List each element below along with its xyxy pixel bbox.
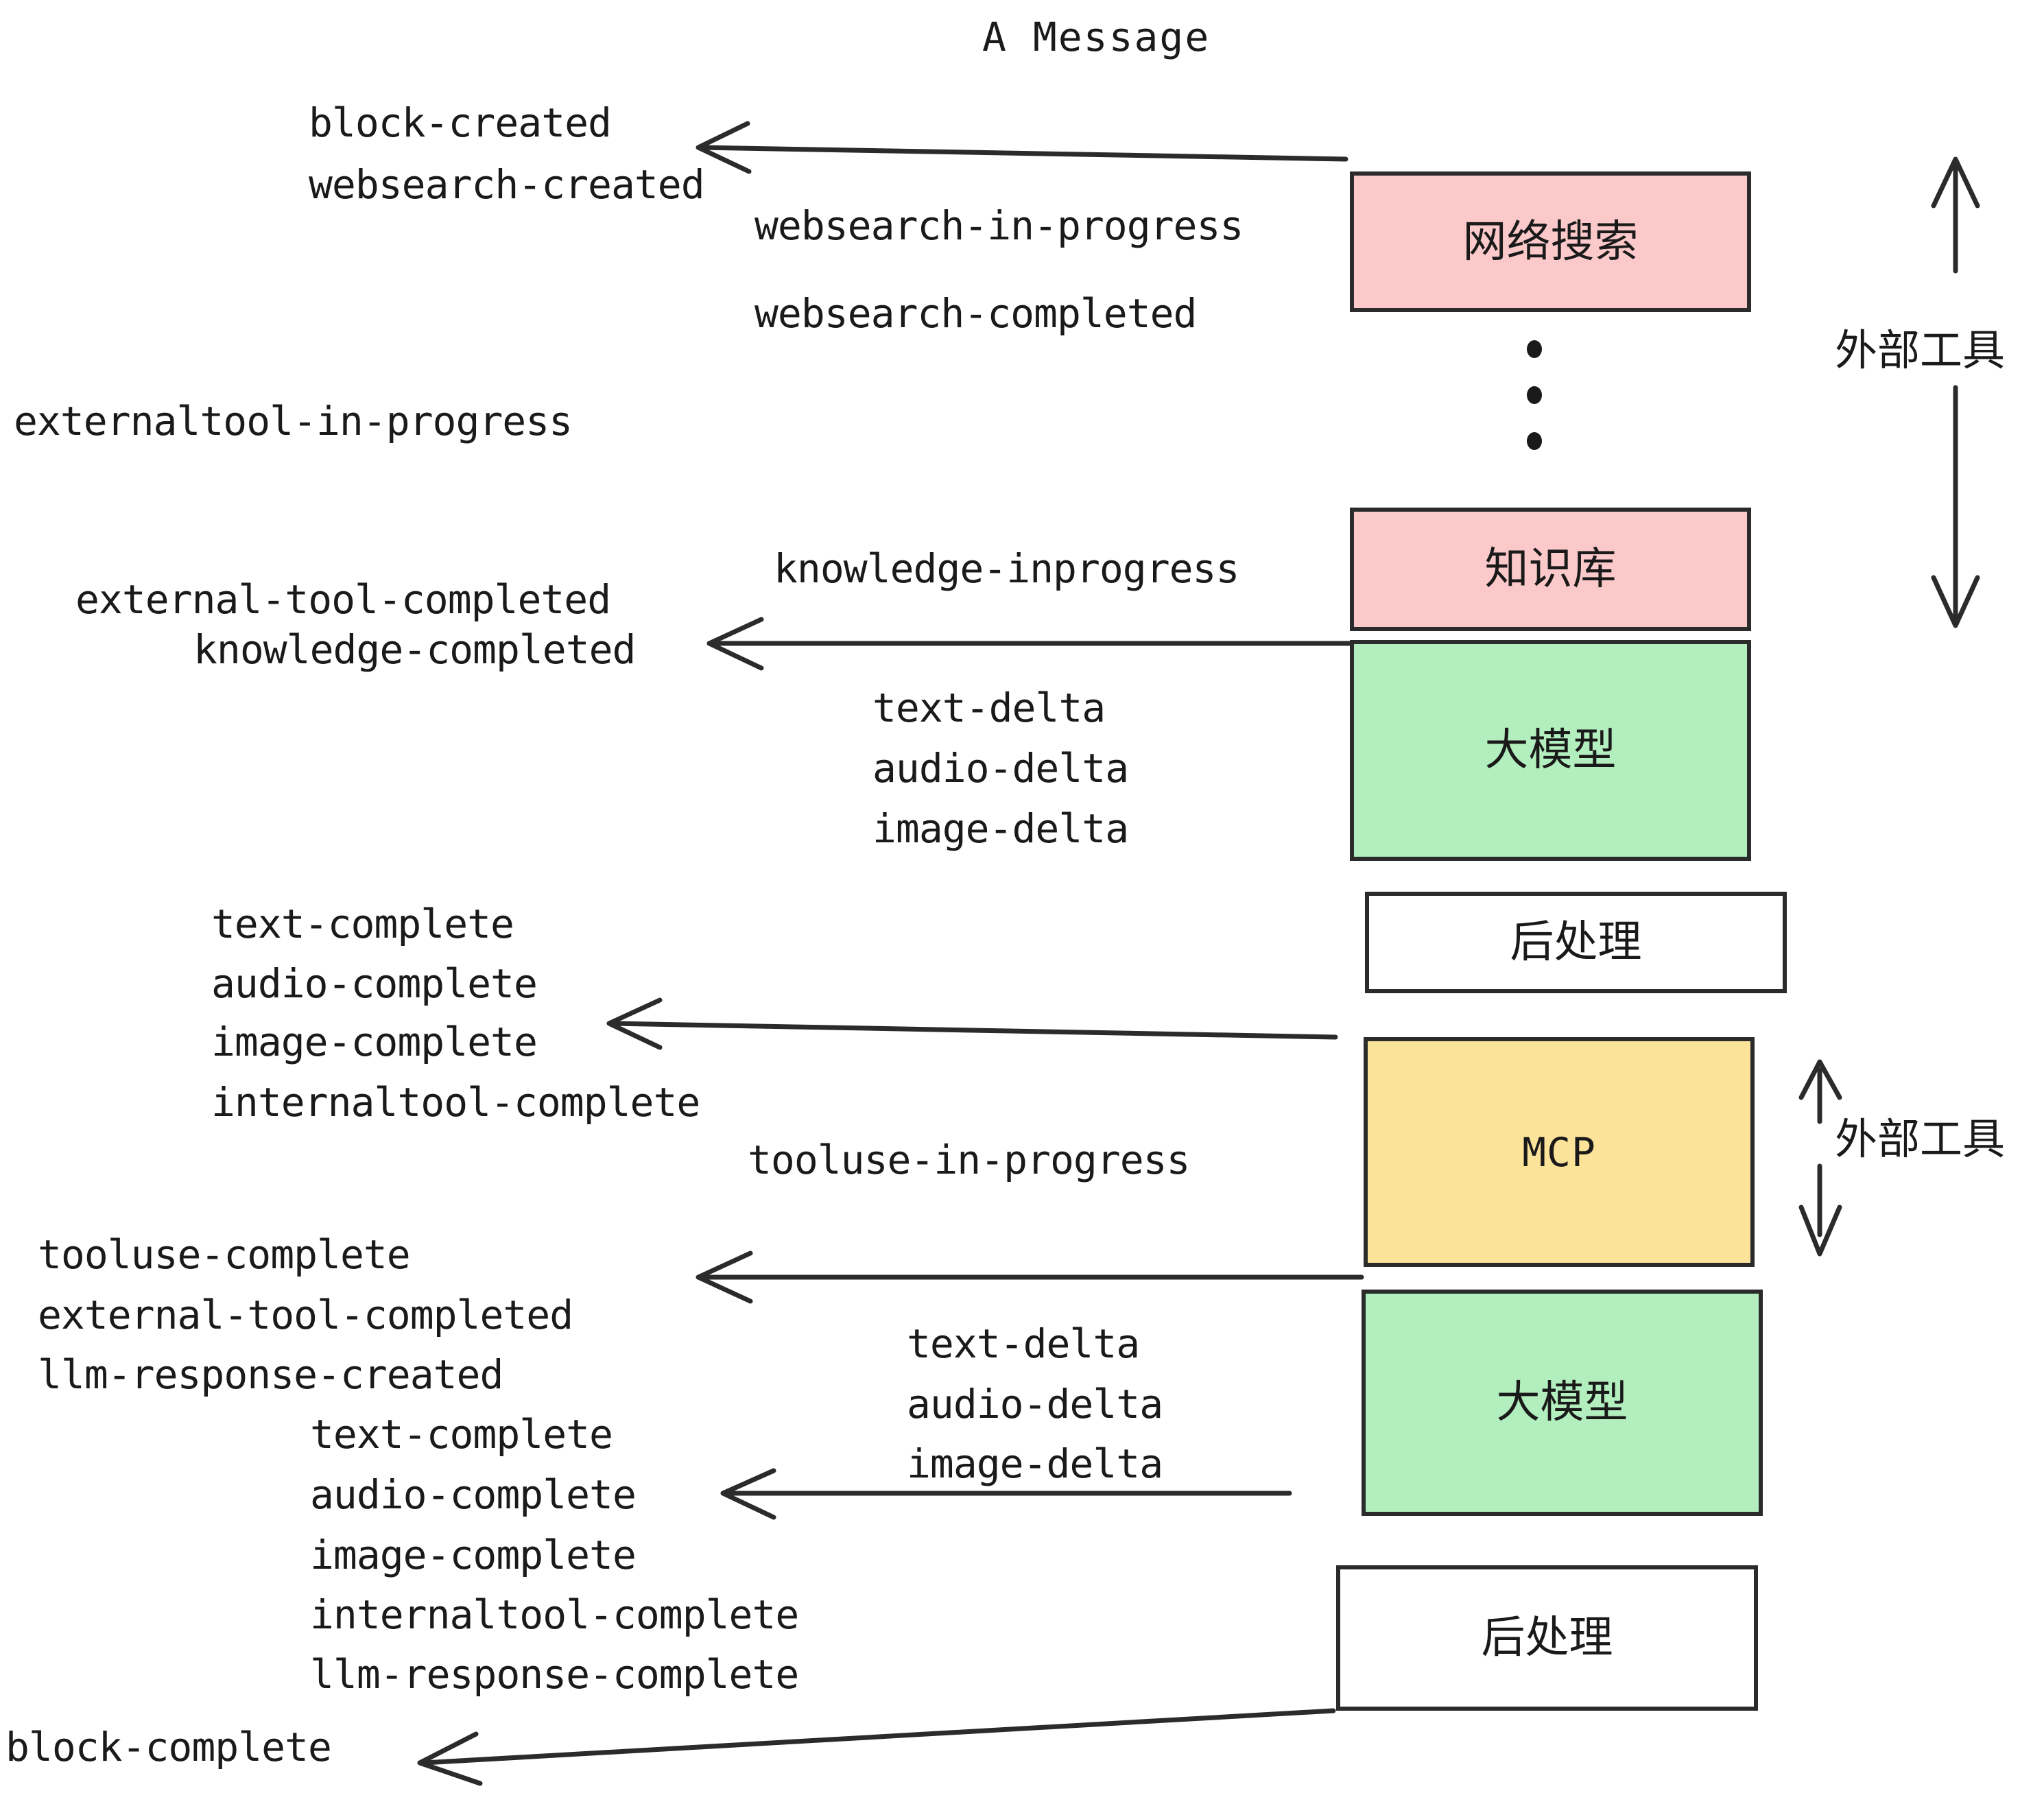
event-websearch-completed: websearch-completed — [754, 290, 1197, 337]
llm-box-1-label: 大模型 — [1484, 725, 1617, 776]
event-tooluse-complete: tooluse-complete — [38, 1231, 411, 1278]
arrow-tooluse-complete — [696, 1250, 1364, 1304]
event-audio-complete-2: audio-complete — [310, 1471, 637, 1518]
arrow-image-complete — [606, 997, 1338, 1050]
postprocess-box-2[interactable]: 后处理 — [1336, 1565, 1758, 1711]
event-external-tool-completed-1: external-tool-completed — [75, 576, 611, 623]
event-internaltool-complete-1: internaltool-complete — [211, 1079, 700, 1126]
event-block-created: block-created — [309, 99, 612, 146]
event-block-complete: block-complete — [5, 1724, 332, 1770]
event-externaltool-in-progress: externaltool-in-progress — [14, 398, 573, 444]
external-tool-bracket-top — [1931, 156, 1980, 628]
external-tool-label-bottom: 外部工具 — [1835, 1114, 2006, 1164]
postprocess-box-1[interactable]: 后处理 — [1365, 892, 1787, 993]
knowledge-base-box-label: 知识库 — [1484, 544, 1617, 595]
event-websearch-created: websearch-created — [309, 161, 705, 208]
event-text-complete-2: text-complete — [310, 1411, 613, 1458]
vertical-ellipsis-icon — [1526, 340, 1543, 450]
external-tool-bracket-bottom — [1798, 1059, 1842, 1257]
llm-box-2[interactable]: 大模型 — [1362, 1290, 1763, 1516]
event-llm-response-created: llm-response-created — [38, 1351, 503, 1398]
event-image-delta-2: image-delta — [907, 1440, 1163, 1487]
web-search-box[interactable]: 网络搜索 — [1350, 171, 1751, 312]
postprocess-box-1-label: 后处理 — [1510, 917, 1642, 968]
llm-box-1[interactable]: 大模型 — [1350, 640, 1751, 861]
event-audio-delta-2: audio-delta — [907, 1381, 1163, 1427]
event-image-delta-1: image-delta — [872, 805, 1129, 852]
web-search-box-label: 网络搜索 — [1462, 216, 1639, 268]
arrow-knowledge-completed — [706, 617, 1353, 671]
arrow-websearch-created — [696, 121, 1348, 174]
event-websearch-in-progress: websearch-in-progress — [754, 202, 1244, 249]
event-knowledge-completed: knowledge-completed — [193, 626, 636, 673]
event-internaltool-complete-2: internaltool-complete — [310, 1591, 799, 1638]
event-audio-complete-1: audio-complete — [211, 960, 538, 1007]
llm-box-2-label: 大模型 — [1496, 1377, 1628, 1428]
mcp-box-label: MCP — [1522, 1128, 1596, 1176]
event-text-delta-2: text-delta — [907, 1320, 1140, 1367]
event-text-delta-1: text-delta — [872, 685, 1106, 731]
event-image-complete-1: image-complete — [211, 1019, 538, 1065]
event-knowledge-inprogress: knowledge-inprogress — [774, 545, 1239, 592]
event-image-complete-2: image-complete — [310, 1532, 637, 1578]
mcp-box[interactable]: MCP — [1364, 1037, 1755, 1267]
postprocess-box-2-label: 后处理 — [1481, 1613, 1613, 1663]
arrow-block-complete — [417, 1708, 1336, 1786]
knowledge-base-box[interactable]: 知识库 — [1350, 508, 1751, 631]
event-llm-response-complete: llm-response-complete — [310, 1651, 799, 1698]
event-tooluse-in-progress: tooluse-in-progress — [748, 1137, 1190, 1183]
external-tool-label-top: 外部工具 — [1835, 325, 2006, 375]
page-title: A Message — [982, 14, 1211, 60]
event-text-complete-1: text-complete — [211, 901, 514, 947]
event-external-tool-completed-2: external-tool-completed — [38, 1292, 573, 1338]
event-audio-delta-1: audio-delta — [872, 745, 1129, 792]
